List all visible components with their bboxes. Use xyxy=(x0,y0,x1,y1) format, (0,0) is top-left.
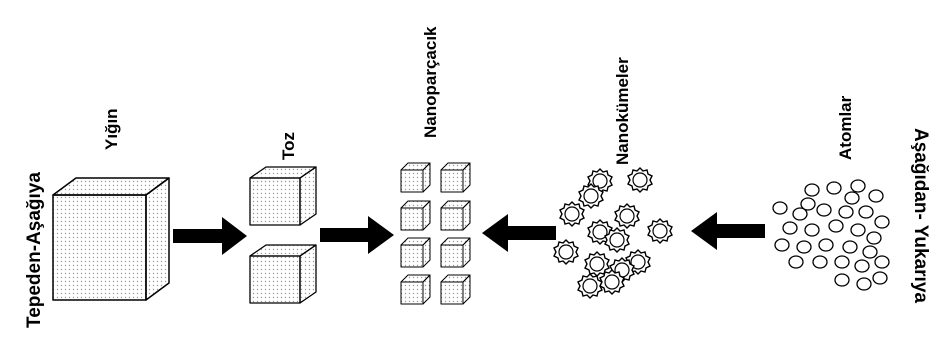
top-down-label: Tepeden-Aşağıya xyxy=(24,172,45,328)
small-cube-icon xyxy=(440,162,471,193)
atoms-label: Atomlar xyxy=(836,95,855,160)
nanocluster-icon xyxy=(647,218,673,244)
atom-circle-icon xyxy=(834,255,850,269)
nanocluster-icon xyxy=(604,227,630,253)
atoms-group xyxy=(772,179,890,291)
atom-circle-icon xyxy=(862,245,878,259)
arrow-right-icon xyxy=(173,217,247,255)
atom-circle-icon xyxy=(812,255,828,269)
atom-circle-icon xyxy=(844,191,860,205)
arrow-left-icon xyxy=(691,212,765,250)
nanoparticle-cubes xyxy=(400,162,471,305)
atom-circle-icon xyxy=(772,201,788,215)
bottom-up-label: Aşağıdan- Yukarıya xyxy=(910,128,931,303)
bulk-cube-icon xyxy=(52,177,170,301)
arrow-left-icon xyxy=(482,214,556,252)
atom-circle-icon xyxy=(874,215,890,229)
atom-circle-icon xyxy=(866,231,882,245)
small-cube-icon xyxy=(400,237,431,268)
atom-circle-icon xyxy=(834,273,850,287)
atom-circle-icon xyxy=(796,240,812,254)
small-cube-icon xyxy=(440,200,471,231)
atom-circle-icon xyxy=(788,255,804,269)
nanocluster-icon xyxy=(553,239,579,265)
atom-circle-icon xyxy=(828,219,844,233)
nanoclusters-group xyxy=(553,167,673,299)
bulk-label: Yığın xyxy=(102,108,121,150)
atom-circle-icon xyxy=(854,259,870,273)
atom-circle-icon xyxy=(782,221,798,235)
atom-circle-icon xyxy=(818,238,834,252)
atom-circle-icon xyxy=(792,207,808,221)
nanocluster-icon xyxy=(559,201,585,227)
small-cube-icon xyxy=(440,274,471,305)
atom-circle-icon xyxy=(874,255,890,269)
arrow-right-icon xyxy=(320,216,394,254)
atom-circle-icon xyxy=(858,205,874,219)
nanocluster-icon xyxy=(584,251,610,277)
atom-circle-icon xyxy=(774,238,790,252)
atom-circle-icon xyxy=(856,277,872,291)
atom-circle-icon xyxy=(850,223,866,237)
atom-circle-icon xyxy=(838,205,854,219)
atom-circle-icon xyxy=(804,183,820,197)
nanoclusters-label: Nanokümeler xyxy=(613,57,632,165)
nanocluster-icon xyxy=(627,167,653,193)
small-cube-icon xyxy=(440,237,471,268)
small-cube-icon xyxy=(400,162,431,193)
atom-circle-icon xyxy=(826,181,842,195)
powder-label: Toz xyxy=(279,132,298,160)
atom-circle-icon xyxy=(850,179,866,193)
powder-cube-bottom-icon xyxy=(249,244,317,304)
atom-circle-icon xyxy=(872,271,888,285)
nanocluster-icon xyxy=(577,273,603,299)
nanocluster-icon xyxy=(587,219,613,245)
atom-circle-icon xyxy=(842,240,858,254)
nanocluster-icon xyxy=(599,269,625,295)
atom-circle-icon xyxy=(868,189,884,203)
small-cube-icon xyxy=(400,200,431,231)
powder-cube-top-icon xyxy=(249,166,317,226)
atom-circle-icon xyxy=(804,223,820,237)
atom-circle-icon xyxy=(816,203,832,217)
nanoparticle-label: Nanoparçacık xyxy=(421,26,440,138)
nanocluster-icon xyxy=(587,168,613,194)
small-cube-icon xyxy=(400,274,431,305)
nanocluster-icon xyxy=(614,203,640,229)
nanocluster-icon xyxy=(578,183,604,209)
atom-circle-icon xyxy=(800,197,816,211)
